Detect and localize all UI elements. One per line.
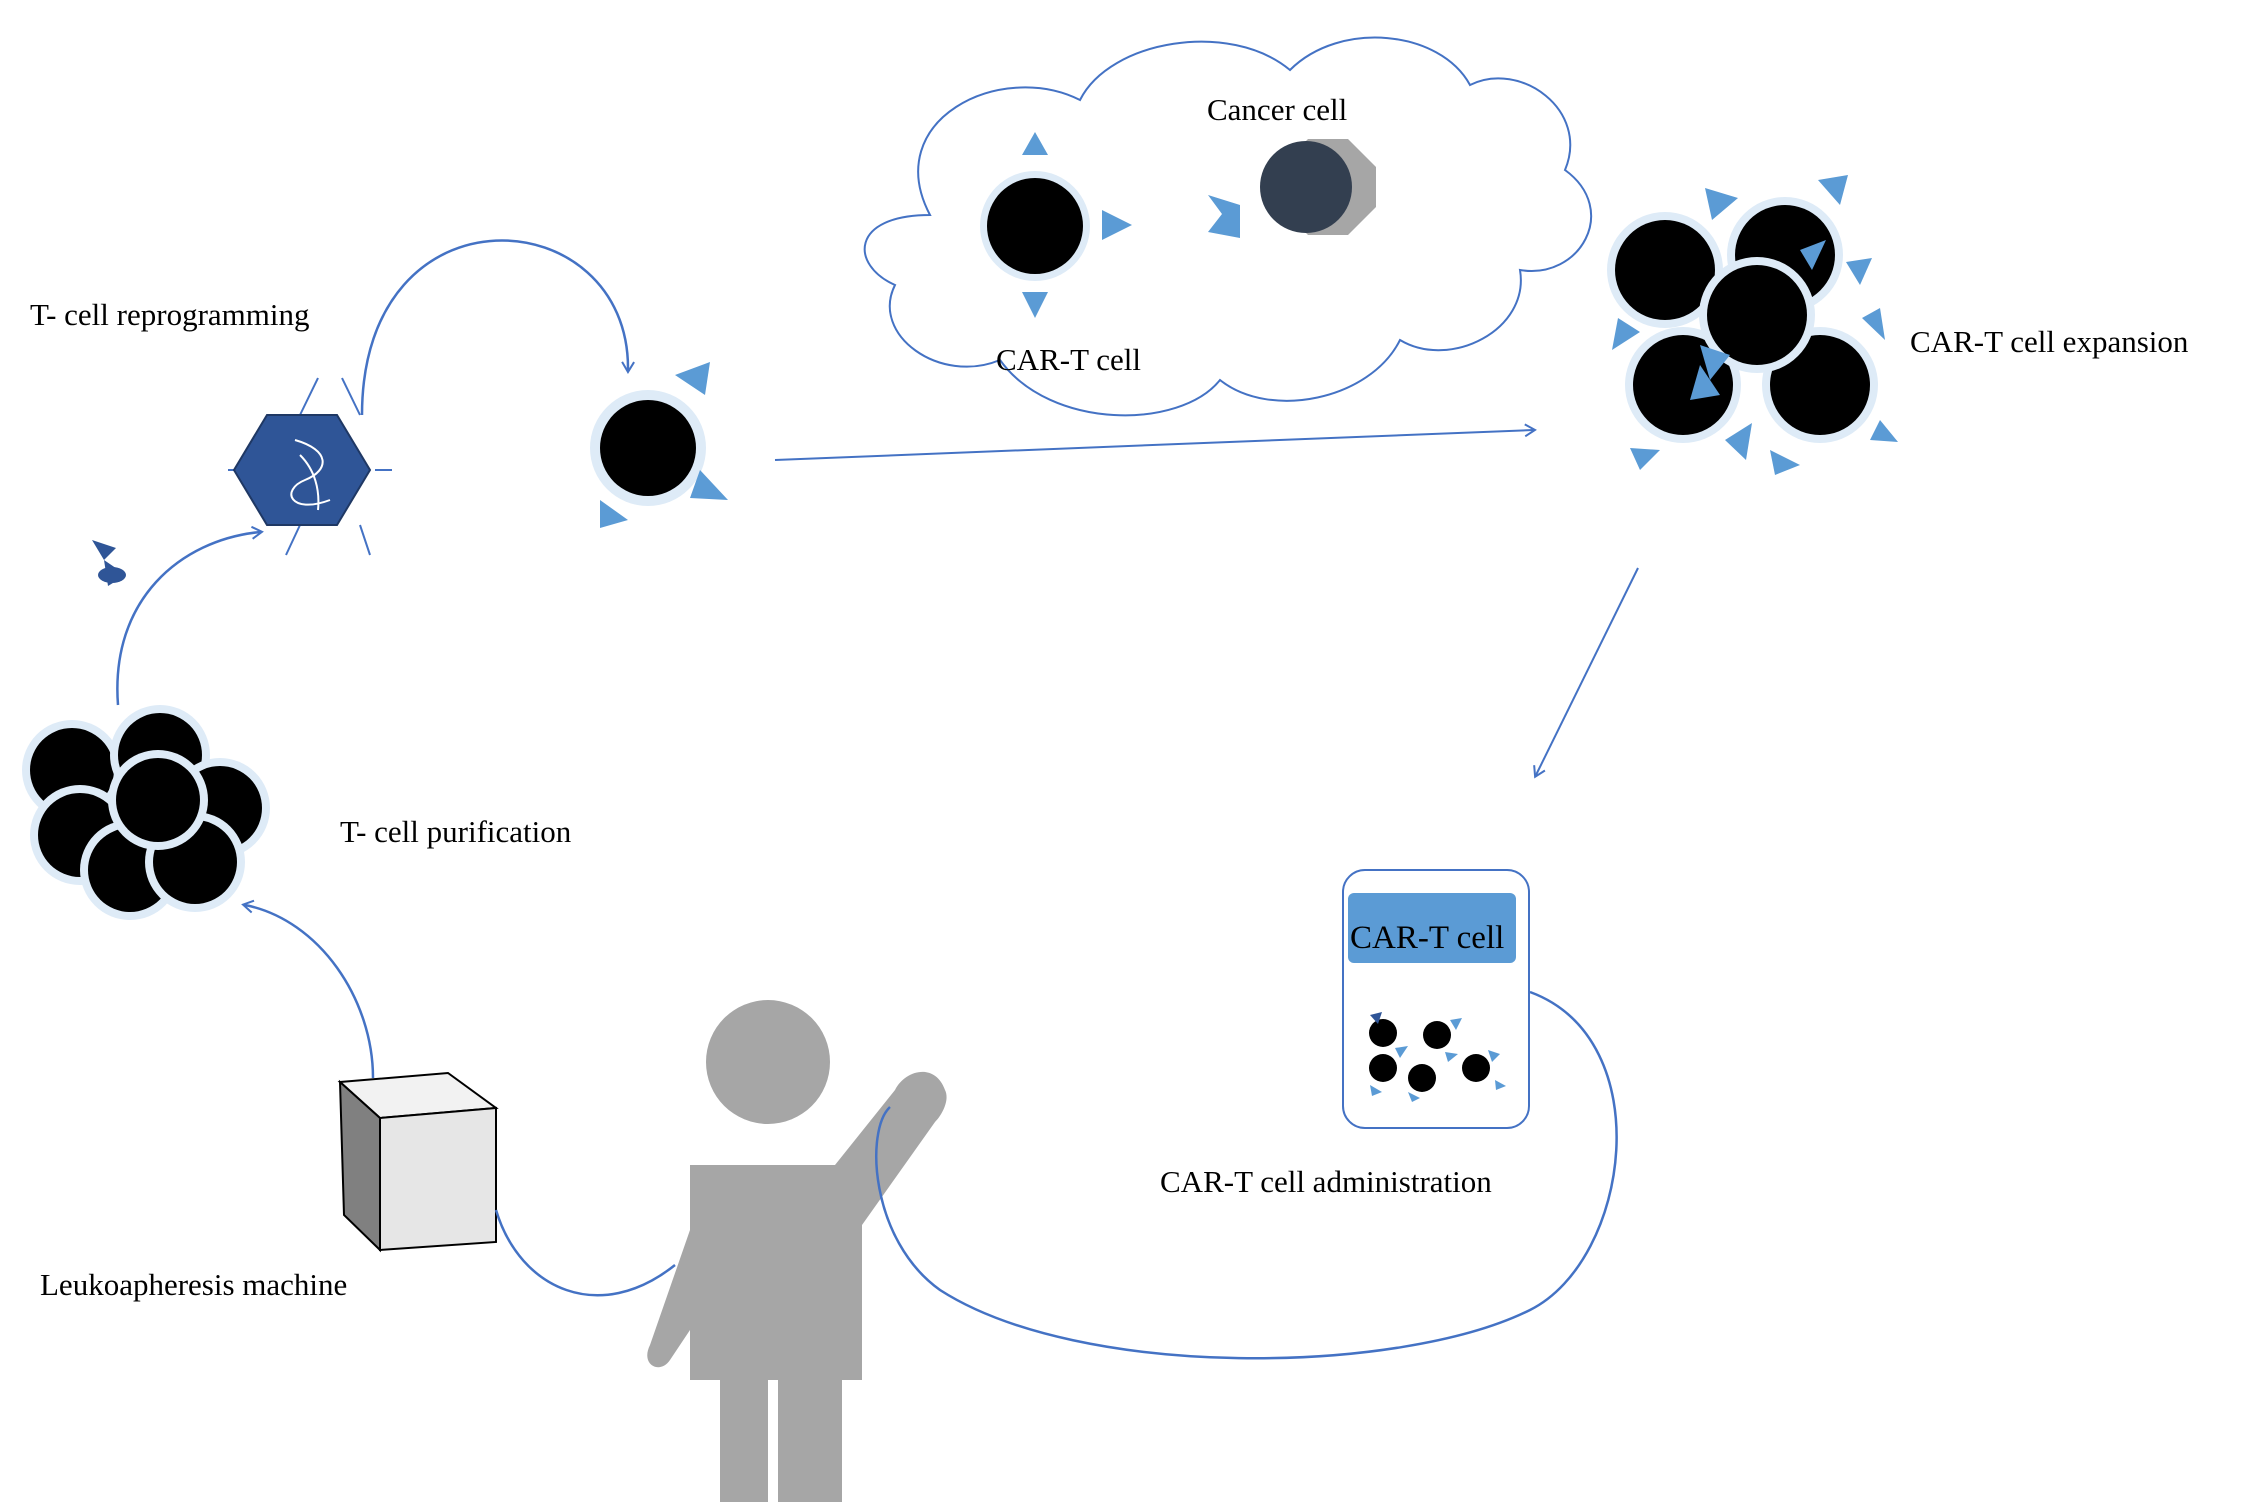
car-t-cell-icon [590, 362, 728, 528]
car-t-cell-cluster-icon [1607, 175, 1898, 475]
arrow-expansion-to-administration [1533, 567, 1639, 779]
car-t-cell-administration-label: CAR-T cell administration [1160, 1164, 1492, 1199]
flow-arrows [116, 239, 1639, 1360]
mini-car-t-cells [1369, 1012, 1506, 1102]
arrow-machine-to-purification [241, 899, 375, 1079]
car-t-cell-icon [980, 132, 1132, 318]
cancer-cell-icon [1208, 139, 1376, 238]
arrow-car-t-to-expansion [774, 423, 1537, 461]
cancer-cell-label: Cancer cell [1207, 92, 1347, 127]
car-t-cell-expansion-label: CAR-T cell expansion [1910, 324, 2189, 359]
viral-vector-icon [228, 377, 392, 556]
t-cell-reprogramming-label: T- cell reprogramming [30, 297, 309, 332]
dna-icon [92, 540, 126, 586]
machine-cube-icon [337, 1071, 499, 1253]
leukoapheresis-machine-label: Leukoapheresis machine [40, 1267, 347, 1302]
tube-machine-to-person [494, 1209, 676, 1297]
tube-bag-to-person [875, 990, 1618, 1360]
t-cell-purification-label: T- cell purification [340, 814, 572, 849]
arrow-purification-to-reprogramming [116, 525, 264, 706]
arrow-reprogramming-to-car-t [360, 239, 635, 416]
bag-label: CAR-T cell [1350, 920, 1504, 956]
infusion-bag-icon [1342, 869, 1530, 1129]
person-icon [647, 1000, 947, 1502]
t-cell-cluster-icon [22, 705, 270, 920]
car-t-cell-cloud-label: CAR-T cell [996, 342, 1141, 377]
